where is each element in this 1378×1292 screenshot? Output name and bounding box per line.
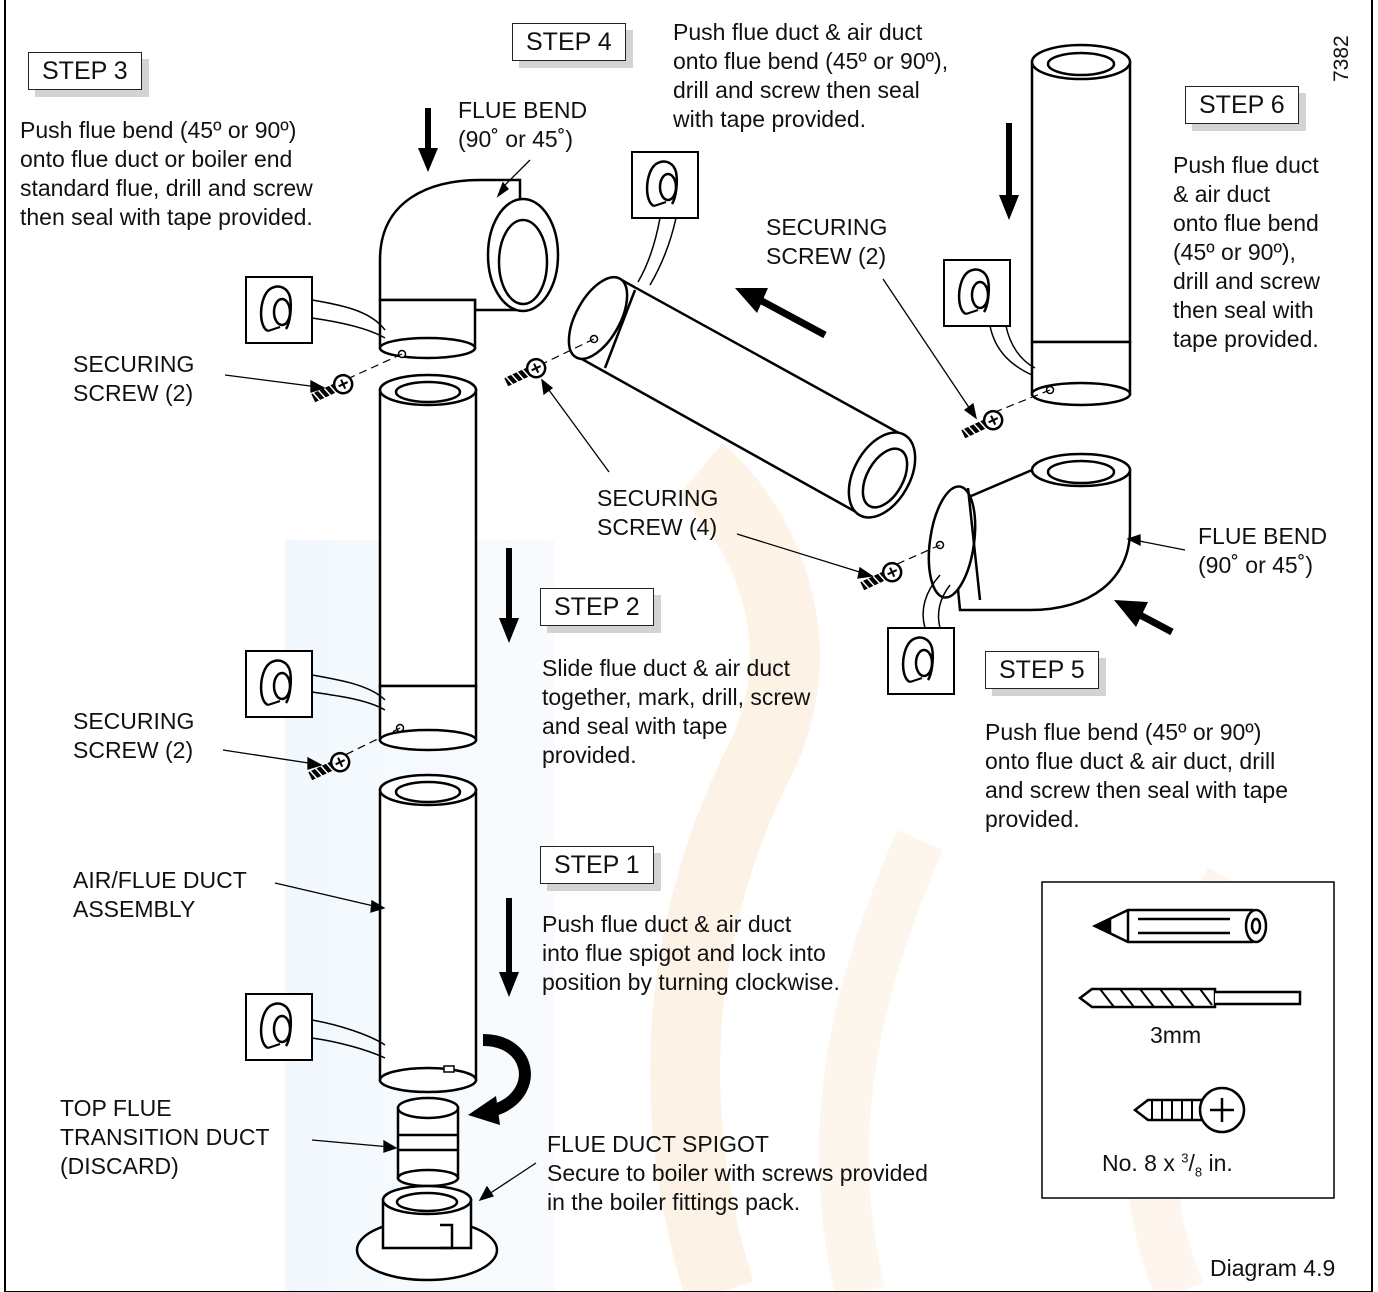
leader-lines [222, 159, 1186, 1202]
transition-duct [396, 1096, 460, 1188]
step-1-text: Push flue duct & air duct into flue spig… [542, 911, 840, 995]
diagram-caption: Diagram 4.9 [1210, 1255, 1336, 1281]
flue-duct-spigot [355, 1184, 499, 1282]
step-6-text: Push flue duct & air duct onto flue bend… [1173, 152, 1320, 352]
step-4-badge: STEP 4 [512, 23, 626, 61]
tape-icon [244, 649, 314, 719]
duct-middle [378, 373, 478, 752]
securing-screw-label: SECURING SCREW (2) [766, 214, 888, 269]
drill-bit-icon [1077, 987, 1302, 1009]
wood-screw-icon [1132, 1086, 1246, 1134]
step-2-text: Slide flue duct & air duct together, mar… [542, 655, 811, 768]
tools-box [1041, 881, 1335, 1199]
tape-icon [942, 258, 1012, 328]
screw-icon [502, 356, 548, 390]
tape-icon [630, 150, 700, 220]
rotate-clockwise-arrow [468, 1034, 531, 1125]
step-3-text: Push flue bend (45º or 90º) onto flue du… [20, 117, 313, 230]
step-4-text: Push flue duct & air duct onto flue bend… [673, 19, 949, 132]
flue-duct-spigot-label: FLUE DUCT SPIGOT Secure to boiler with s… [547, 1131, 928, 1215]
step-5-text: Push flue bend (45º or 90º) onto flue du… [985, 719, 1289, 832]
step-2-badge: STEP 2 [540, 588, 654, 626]
flue-bend-left [378, 178, 560, 360]
step-1-badge: STEP 1 [540, 846, 654, 884]
flue-bend-label-left: FLUE BEND (90˚ or 45˚) [458, 97, 588, 152]
duct-upright [1030, 43, 1132, 407]
securing-screw-label: SECURING SCREW (2) [73, 708, 195, 763]
duct-bottom [378, 773, 478, 1094]
tape-icon [244, 992, 314, 1062]
tape-icon [886, 626, 956, 696]
pencil-icon [1092, 908, 1268, 944]
air-flue-duct-label: AIR/FLUE DUCT ASSEMBLY [73, 867, 247, 922]
screw-size-label: No. 8 x 3/8 in. [1102, 1150, 1233, 1180]
flue-bend-right [927, 452, 1132, 612]
screw-icon [959, 408, 1005, 442]
flue-bend-label-right: FLUE BEND (90˚ or 45˚) [1198, 523, 1328, 578]
figure-code: 7382 [1330, 35, 1353, 82]
step-6-badge: STEP 6 [1185, 86, 1299, 124]
step-5-badge: STEP 5 [985, 651, 1099, 689]
tape-icon [244, 275, 314, 345]
securing-screw-label: SECURING SCREW (4) [597, 485, 719, 540]
step-3-badge: STEP 3 [28, 52, 142, 90]
duct-diagonal [567, 275, 917, 519]
transition-duct-label: TOP FLUE TRANSITION DUCT (DISCARD) [60, 1095, 270, 1179]
securing-screw-label: SECURING SCREW (2) [73, 351, 195, 406]
drill-size-label: 3mm [1150, 1022, 1202, 1048]
